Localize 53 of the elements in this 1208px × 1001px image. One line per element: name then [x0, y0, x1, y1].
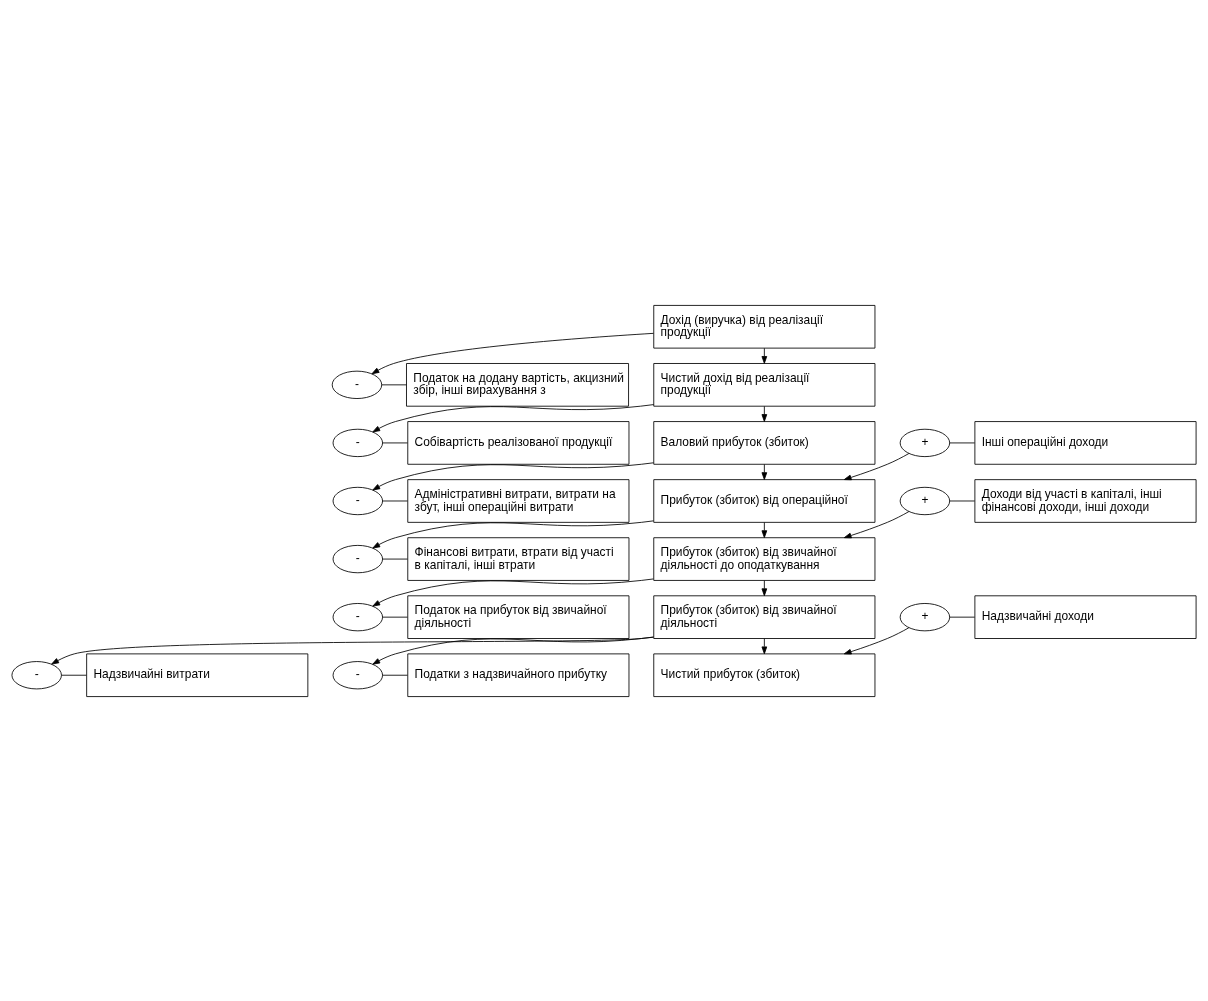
arrow: [761, 347, 768, 364]
arrow: [761, 405, 768, 422]
arrow: [372, 636, 654, 665]
arrow: [371, 332, 654, 374]
node-ellipse: +: [899, 602, 951, 631]
node-box: Чистий дохід від реалізації продукції: [653, 362, 876, 407]
node-box: Фінансові витрати, втрати від участі в капіталі, інші втрати: [407, 536, 630, 581]
connector: [382, 616, 408, 618]
connector: [949, 442, 976, 443]
arrow: [372, 461, 654, 490]
arrow: [51, 636, 654, 664]
node-box: Валовий прибуток (збиток): [653, 420, 876, 465]
arrow: [372, 519, 654, 548]
node-box: Надзвичайні доходи: [974, 594, 1197, 639]
node-ellipse: -: [11, 660, 62, 689]
arrow: [843, 626, 910, 654]
arrow: [761, 521, 768, 538]
connector: [949, 500, 976, 501]
node-box: Адміністративні витрати, витрати на збут, інші операційні витрати: [407, 478, 630, 523]
node-ellipse: +: [899, 428, 951, 457]
node-ellipse: -: [332, 544, 383, 573]
connector: [382, 442, 408, 443]
connector: [381, 383, 407, 385]
node-box: Доходи від участі в капіталі, інші фінансові доходи, інші доходи: [974, 478, 1197, 523]
arrow: [761, 637, 768, 654]
arrow: [761, 463, 768, 480]
node-box: Податок на додану вартість, акцизний збір, інші вирахування з: [406, 362, 629, 407]
node-box: Дохід (виручка) від реалізації продукції: [653, 304, 876, 349]
node-ellipse: -: [332, 660, 383, 689]
node-box: Прибуток (збиток) від звичайної діяльності до оподаткування: [653, 536, 876, 581]
node-box: Прибуток (збиток) від звичайної діяльності: [653, 594, 876, 639]
arrow: [843, 510, 910, 538]
connector: [382, 558, 408, 559]
connector: [382, 500, 408, 501]
connector: [382, 674, 408, 676]
node-ellipse: -: [332, 602, 383, 631]
node-box: Надзвичайні витрати: [86, 652, 309, 697]
arrow: [761, 579, 768, 596]
node-box: Податки з надзвичайного прибутку: [407, 652, 630, 697]
node-box: Прибуток (збиток) від операційної: [653, 478, 876, 523]
node-ellipse: +: [899, 486, 951, 515]
connector: [61, 674, 87, 676]
node-box: Податок на прибуток від звичайної діяльності: [407, 594, 630, 639]
node-ellipse: -: [332, 486, 383, 515]
arrow: [372, 578, 654, 607]
node-box: Чистий прибуток (збиток): [653, 652, 876, 697]
connector: [949, 616, 976, 618]
node-ellipse: -: [331, 370, 383, 399]
node-ellipse: -: [332, 428, 383, 457]
arrow: [372, 403, 655, 432]
arrow: [843, 452, 910, 480]
node-box: Інші операційні доходи: [974, 420, 1197, 465]
node-box: Собівартість реалізованої продукції: [407, 420, 630, 465]
